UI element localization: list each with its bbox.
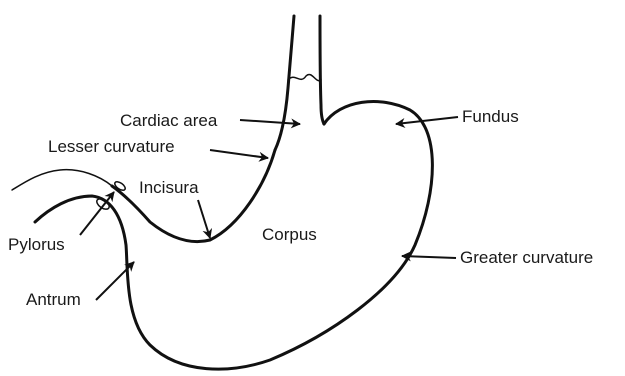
arrow-lesser-curvature	[210, 150, 268, 158]
label-corpus: Corpus	[262, 225, 317, 244]
arrow-incisura	[198, 200, 210, 238]
label-incisura: Incisura	[139, 178, 199, 197]
arrow-greater-curvature	[402, 256, 456, 258]
label-pylorus: Pylorus	[8, 235, 65, 254]
label-fundus: Fundus	[462, 107, 519, 126]
label-lesser-curvature: Lesser curvature	[48, 137, 175, 156]
esophagus-right-wall	[320, 16, 324, 124]
duodenum-upper-edge	[12, 170, 112, 190]
label-antrum: Antrum	[26, 290, 81, 309]
arrow-cardiac-area	[240, 120, 300, 124]
arrow-fundus	[396, 117, 458, 124]
label-cardiac-area: Cardiac area	[120, 111, 218, 130]
esophagus-junction	[288, 74, 321, 80]
label-greater-curvature: Greater curvature	[460, 248, 593, 267]
esophagus-left-wall	[275, 16, 294, 150]
